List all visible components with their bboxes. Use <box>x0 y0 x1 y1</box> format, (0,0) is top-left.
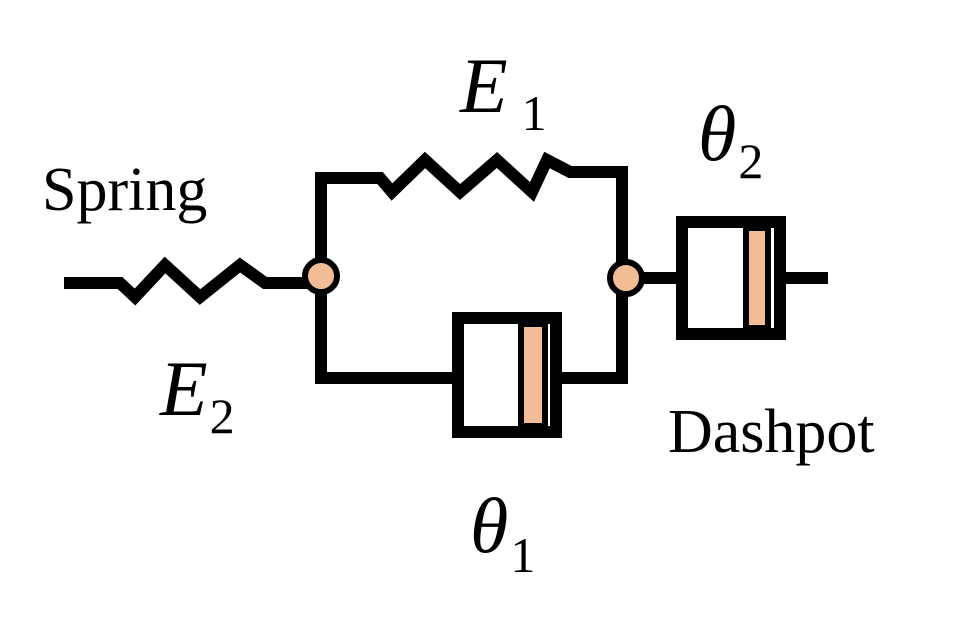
e2-label: E2 <box>159 345 235 444</box>
theta2-label: θ2 <box>698 90 763 189</box>
theta2-subscript: 2 <box>738 133 763 189</box>
theta2-symbol: θ <box>698 90 736 177</box>
e2-subscript: 2 <box>210 388 235 444</box>
dashpot-theta1-piston <box>518 321 548 429</box>
theta1-symbol: θ <box>470 482 508 569</box>
spring-label: Spring <box>42 156 207 224</box>
spring-e2 <box>64 256 321 306</box>
right-junction-node <box>607 259 645 297</box>
dashpot-label: Dashpot <box>668 398 875 466</box>
spring-e1 <box>315 151 628 202</box>
e2-symbol: E <box>159 345 208 432</box>
theta1-label: θ1 <box>470 482 535 583</box>
dashpot-theta2-piston <box>743 225 771 331</box>
e1-subscript: 1 <box>522 85 547 141</box>
theta1-subscript: 1 <box>510 527 535 583</box>
e1-symbol: E <box>459 42 508 129</box>
left-junction-node <box>302 257 340 295</box>
